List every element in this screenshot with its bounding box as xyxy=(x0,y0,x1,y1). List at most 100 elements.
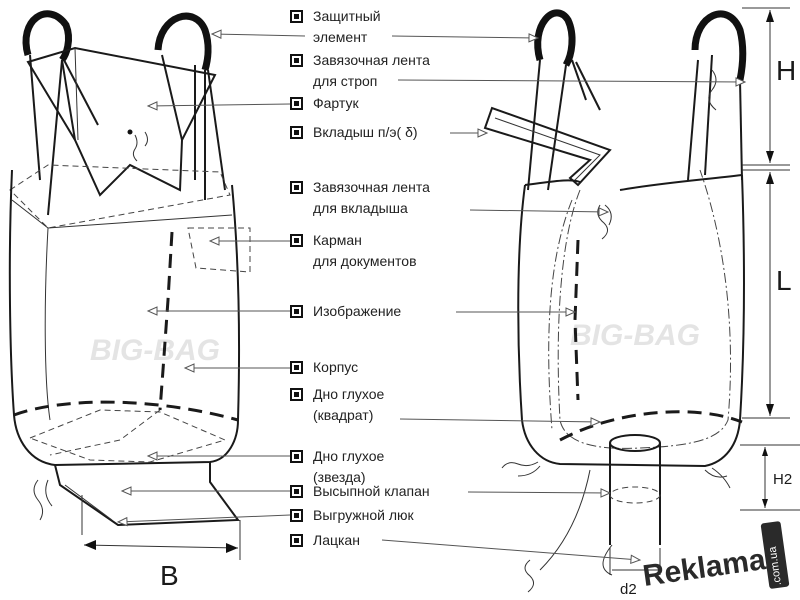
lapel-tie xyxy=(524,559,534,593)
legend-arrowhead-icon xyxy=(528,33,540,43)
apron-fold xyxy=(74,47,79,141)
hatch-fold xyxy=(64,484,113,521)
legend-arrowhead-icon xyxy=(208,236,220,246)
left-bag: BIG-BAG xyxy=(8,10,251,591)
r-sling-tie xyxy=(708,69,717,111)
legend-bullet-inner xyxy=(294,538,299,543)
legend-bullet-inner xyxy=(294,489,299,494)
r-tie-right-2 xyxy=(711,467,731,489)
l-arrow-bottom xyxy=(766,404,774,416)
liner-tie-2 xyxy=(604,204,612,226)
hatch-tie-left-2 xyxy=(45,479,53,507)
r-strap-1 xyxy=(527,59,541,191)
legend-item-lapel: Лацкан xyxy=(290,532,642,565)
r-image-dash xyxy=(573,239,580,401)
left-loop-right xyxy=(154,12,212,72)
legend-leader-right xyxy=(399,418,601,423)
legend-arrowhead-icon xyxy=(600,488,612,498)
legend-label-bottom-square-0: Дно глухое xyxy=(313,386,384,402)
right-top-right xyxy=(619,174,743,191)
bottom-star-dash xyxy=(28,409,227,463)
legend-label-fill-spout-0: Высыпной клапан xyxy=(313,483,430,499)
legend-item-bottom-star: Дно глухое(звезда) xyxy=(146,448,384,485)
legend-label-doc-pocket-1: для документов xyxy=(313,253,417,269)
right-loop-right xyxy=(691,10,747,81)
h2-arrow-top xyxy=(762,447,768,456)
legend-leader-left xyxy=(117,514,291,523)
liner-sleeve xyxy=(483,106,612,187)
legend-label-image-0: Изображение xyxy=(313,303,401,319)
right-bag: BIG-BAG xyxy=(483,7,800,598)
left-strap-2 xyxy=(47,59,63,216)
legend-item-image: Изображение xyxy=(146,303,577,319)
left-top-square xyxy=(9,164,231,229)
legend-label-liner-0: Вкладыш п/э( δ) xyxy=(313,124,418,140)
legend-bullet-inner xyxy=(294,14,299,19)
legend-label-bottom-square-1: (квадрат) xyxy=(313,407,373,423)
legend-leader-right xyxy=(469,209,609,213)
legend-bullet-inner xyxy=(294,454,299,459)
r-strap-2 xyxy=(547,64,567,191)
legend-label-sling-tie-0: Завязочная лента xyxy=(313,52,430,68)
liner-outline-2 xyxy=(548,199,573,431)
r-strap-6 xyxy=(704,54,713,176)
apron-tie-2 xyxy=(144,131,148,147)
legend-arrowhead-icon xyxy=(210,29,222,39)
h-arrow-top xyxy=(766,10,774,22)
liner-sleeve-inner xyxy=(494,117,601,181)
discharge-hatch-shape xyxy=(54,462,240,527)
b-arrow-right xyxy=(226,543,238,553)
dim-h2: H2 xyxy=(773,471,792,488)
legend-arrowhead-icon xyxy=(183,363,195,373)
legend-leader-right xyxy=(397,79,746,83)
right-loop-left xyxy=(534,9,576,67)
legend-label-protective-1: элемент xyxy=(313,29,368,45)
left-body xyxy=(8,169,241,467)
r-tie-left xyxy=(501,461,539,469)
legend-label-apron-0: Фартук xyxy=(313,95,359,111)
spout-bottom xyxy=(602,544,613,576)
legend-bullet-inner xyxy=(294,238,299,243)
legend-label-sling-tie-1: для строп xyxy=(313,73,377,89)
bottom-star-fold xyxy=(49,409,161,456)
legend-arrowhead-icon xyxy=(120,486,132,496)
legend-arrowhead-icon xyxy=(116,516,128,527)
image-dashed xyxy=(158,231,174,411)
legend-arrowhead-icon xyxy=(146,451,158,461)
legend-arrowhead-icon xyxy=(598,207,610,217)
legend-item-bottom-square: Дно глухое (квадрат) xyxy=(290,386,602,427)
r-strap-5 xyxy=(687,59,699,181)
left-strap-7 xyxy=(207,69,226,191)
dim-h: H xyxy=(776,55,796,86)
doc-pocket-shape xyxy=(187,227,251,273)
b-dim-line xyxy=(83,544,239,549)
legend-item-sling-tie: Завязочная лента для строп xyxy=(290,52,747,89)
left-watermark: BIG-BAG xyxy=(90,334,220,367)
liner-tie xyxy=(597,204,608,240)
legend-arrowhead-icon xyxy=(590,417,602,427)
left-seam xyxy=(44,227,51,421)
legend-arrowhead-icon xyxy=(630,554,642,565)
apron xyxy=(26,46,217,197)
r-tie-right xyxy=(704,469,728,478)
apron-tie xyxy=(132,134,138,162)
legend-label-lapel-0: Лацкан xyxy=(313,532,360,548)
hatch-tie-left xyxy=(33,479,44,521)
legend-leader-left xyxy=(147,103,291,107)
legend-leader-right xyxy=(467,491,611,494)
right-watermark: BIG-BAG xyxy=(570,319,700,352)
legend-item-discharge-hatch: Выгружной люк xyxy=(116,507,415,527)
dim-d2: d2 xyxy=(620,581,637,598)
dim-l: L xyxy=(776,265,792,296)
legend-item-liner: Вкладыш п/э( δ) xyxy=(290,124,489,140)
right-body xyxy=(517,174,746,468)
legend-label-bottom-star-1: (звезда) xyxy=(313,469,366,485)
r-tie-left-2 xyxy=(517,465,541,477)
legend-label-liner-tie-0: Завязочная лента xyxy=(313,179,430,195)
legend-leader-right xyxy=(381,539,641,561)
legend-bullet-inner xyxy=(294,309,299,314)
